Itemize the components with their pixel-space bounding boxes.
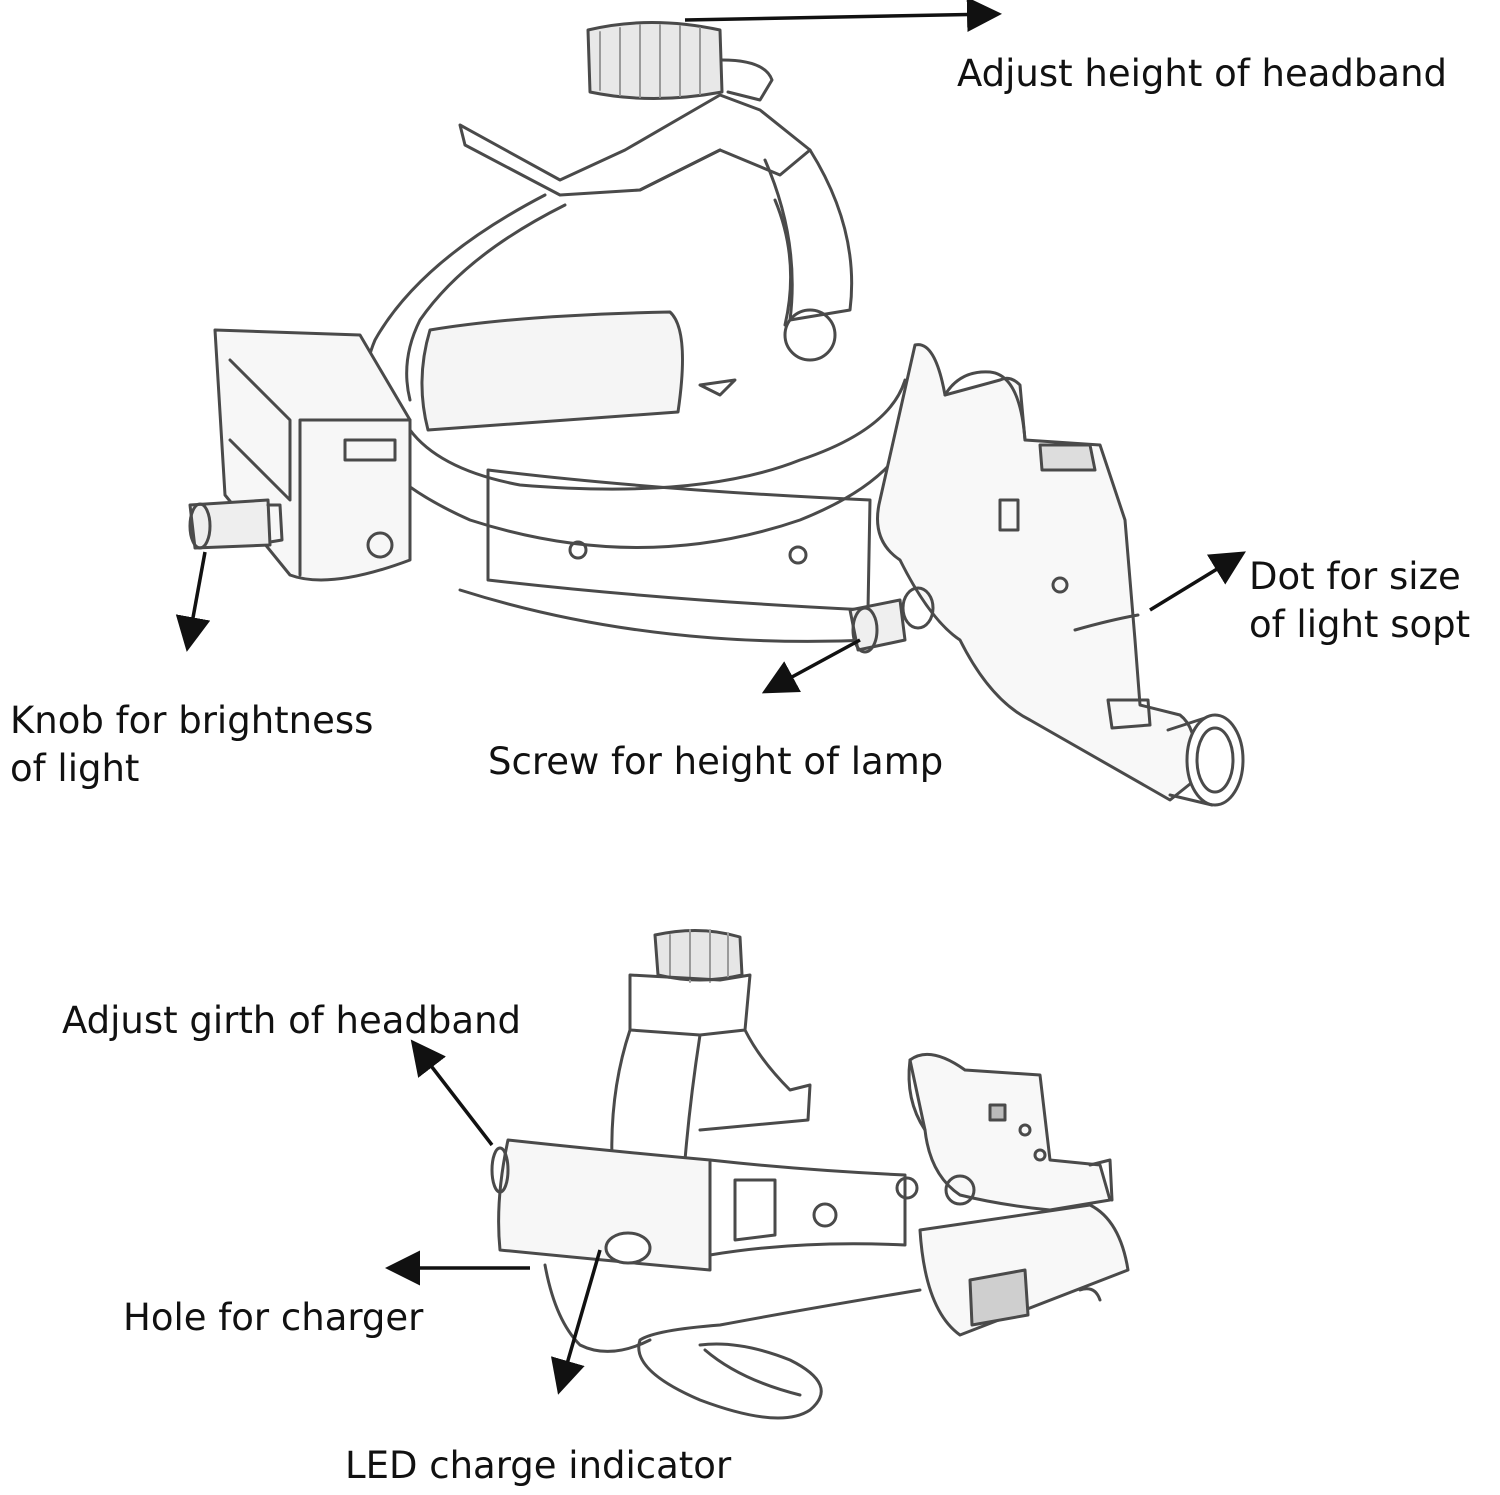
label-knob-line2: of light — [10, 747, 140, 790]
label-screw-height: Screw for height of lamp — [488, 738, 943, 786]
label-hole-charger-text: Hole for charger — [123, 1296, 424, 1339]
label-dot-size-line2: of light sopt — [1249, 603, 1471, 646]
arrow-led — [550, 1249, 602, 1395]
label-adjust-girth-text: Adjust girth of headband — [62, 999, 522, 1042]
arrow-knob — [175, 551, 211, 652]
callout-arrows — [175, 0, 1246, 1395]
label-dot-size: Dot for size of light sopt — [1249, 553, 1470, 649]
label-screw-text: Screw for height of lamp — [488, 740, 944, 783]
label-adjust-height-text: Adjust height of headband — [957, 52, 1448, 95]
label-led-indicator: LED charge indicator — [345, 1442, 731, 1490]
top-headlamp-sketch — [188, 21, 1245, 807]
top-adjust-knob — [586, 21, 774, 102]
arrow-dot-size — [1149, 551, 1246, 612]
label-adjust-girth: Adjust girth of headband — [62, 997, 521, 1045]
label-knob-line1: Knob for brightness — [10, 699, 374, 742]
label-led-indicator-text: LED charge indicator — [345, 1444, 732, 1487]
label-dot-size-line1: Dot for size — [1249, 555, 1461, 598]
label-knob-brightness: Knob for brightness of light — [10, 697, 373, 793]
label-hole-charger: Hole for charger — [123, 1294, 423, 1342]
arrow-girth — [410, 1039, 494, 1147]
label-adjust-height: Adjust height of headband — [957, 50, 1447, 98]
arrow-screw — [761, 638, 861, 694]
arrow-adjust-height — [684, 0, 1002, 33]
bottom-headlamp-sketch — [490, 929, 1130, 1420]
